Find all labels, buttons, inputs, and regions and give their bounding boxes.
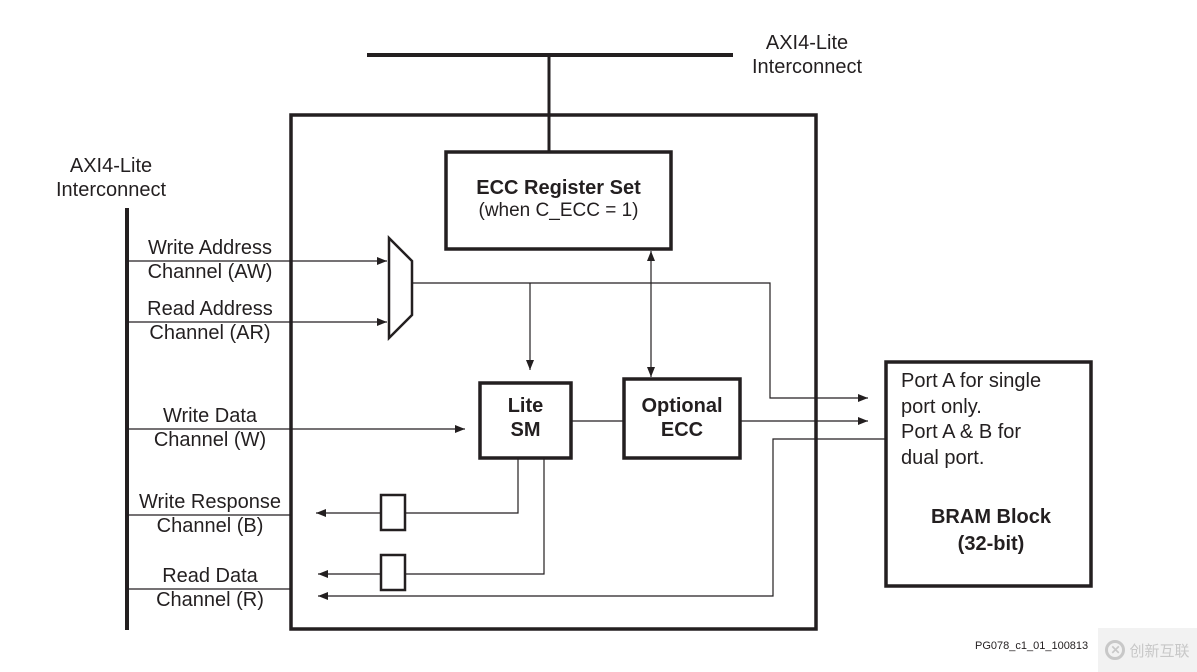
channel-r-line2: Channel (R): [156, 589, 264, 611]
bram-notes: Port A for single port only. Port A & B …: [901, 369, 1086, 471]
ecc-register-set-box: [444, 150, 673, 251]
r-register: [379, 553, 407, 592]
lite-sm-to-r-reg: [406, 458, 545, 575]
mux-to-bram-line: [412, 282, 868, 402]
optional-ecc-label: Optional ECC: [624, 394, 740, 442]
channel-aw-label: Write Address Channel (AW): [130, 236, 290, 284]
channel-r-label: Read Data Channel (R): [130, 564, 290, 612]
x-logo-icon: ✕: [1105, 640, 1126, 660]
channel-ar-line1: Read Address: [147, 298, 273, 320]
ecc-register-set-label: ECC Register Set (when C_ECC = 1): [446, 176, 671, 222]
top-interconnect-line2: Interconnect: [751, 56, 863, 78]
optional-ecc-line2: ECC: [660, 419, 704, 441]
channel-b-label: Write Response Channel (B): [130, 490, 290, 538]
top-interconnect-label: AXI4-Lite Interconnect: [742, 31, 872, 79]
bram-note-4: dual port.: [901, 446, 985, 469]
channel-w-label: Write Data Channel (W): [130, 404, 290, 452]
figure-id: PG078_c1_01_100813: [975, 640, 1089, 652]
channel-b-line2: Channel (B): [156, 515, 264, 537]
channel-b-line1: Write Response: [139, 491, 281, 513]
bram-note-3: Port A & B for: [901, 421, 1022, 443]
channel-aw-line2: Channel (AW): [147, 261, 273, 283]
optional-ecc-box: [622, 377, 742, 460]
bram-read-data-line: [318, 438, 886, 600]
bram-title: BRAM Block: [930, 506, 1051, 528]
optional-ecc-line1: Optional: [641, 395, 723, 417]
channel-r-line1: Read Data: [162, 565, 258, 587]
left-interconnect-line2: Interconnect: [55, 179, 167, 201]
bram-title-label: BRAM Block (32-bit): [886, 504, 1096, 558]
lite-sm-line2: SM: [510, 419, 541, 441]
channel-ar-label: Read Address Channel (AR): [130, 297, 290, 345]
address-mux: [387, 234, 414, 342]
watermark-text: 创新互联: [1129, 642, 1190, 660]
channel-w-line1: Write Data: [162, 405, 258, 427]
bram-box: [884, 360, 1093, 588]
top-interconnect-line1: AXI4-Lite: [765, 32, 849, 54]
bram-subtitle: (32-bit): [957, 533, 1025, 555]
core-box: [289, 113, 818, 631]
lite-sm-to-b-reg: [406, 458, 519, 514]
lite-sm-line1: Lite: [507, 395, 544, 417]
channel-w-line2: Channel (W): [153, 429, 267, 451]
bram-note-1: Port A for single: [901, 370, 1042, 392]
left-interconnect-line1: AXI4-Lite: [69, 155, 153, 177]
channel-aw-line1: Write Address: [147, 237, 273, 259]
watermark: ✕ 创新互联: [1098, 628, 1197, 672]
ecc-register-set-title: ECC Register Set: [476, 177, 641, 199]
channel-ar-line2: Channel (AR): [149, 322, 271, 344]
ecc-register-set-subtitle: (when C_ECC = 1): [478, 200, 639, 221]
b-register: [379, 493, 407, 532]
left-interconnect-label: AXI4-Lite Interconnect: [46, 154, 176, 202]
bram-note-2: port only.: [901, 395, 982, 418]
lite-sm-label: Lite SM: [480, 394, 571, 442]
